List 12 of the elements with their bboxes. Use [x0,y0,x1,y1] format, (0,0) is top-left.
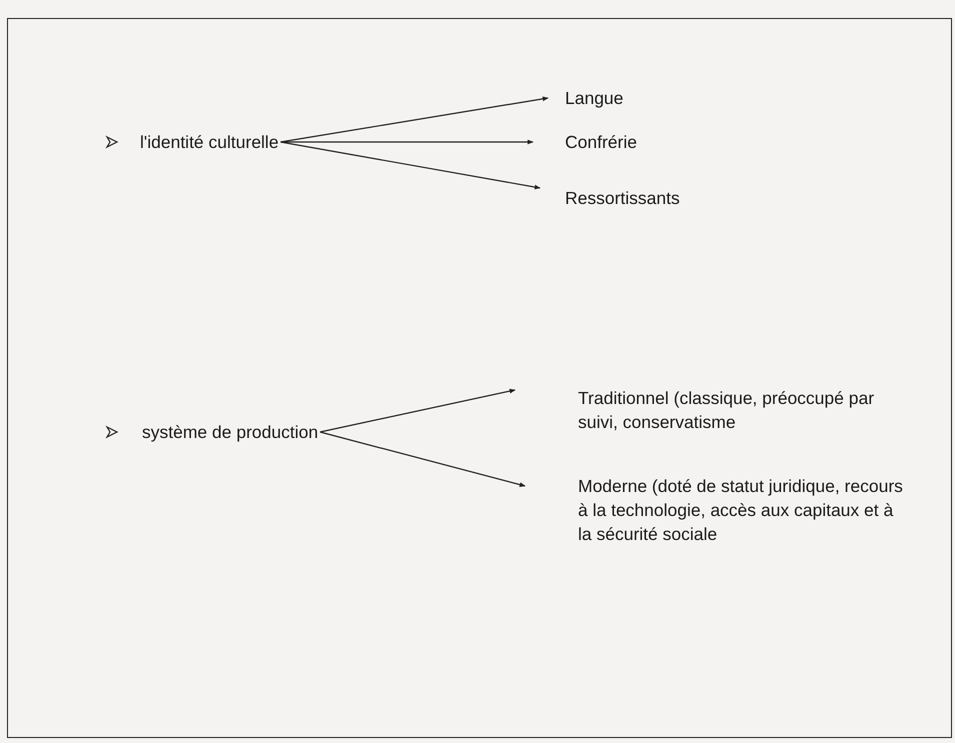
node-text: Moderne (doté de statut juridique, recours à la technologie, accès aux capitaux et à la sécurité sociale [578,475,904,546]
arrow [280,96,549,143]
arrow [320,388,516,433]
arrow [280,140,534,144]
node-text: Ressortissants [565,187,681,210]
node-text: Traditionnel (classique, préoccupé par suivi, conservatisme [578,387,876,434]
node-text: système de production [142,421,318,444]
node-text: l'identité culturelle [140,131,279,154]
arrow [320,431,526,487]
arrow [280,141,541,190]
node-text: Langue [565,87,624,110]
node-text: Confrérie [565,131,638,154]
